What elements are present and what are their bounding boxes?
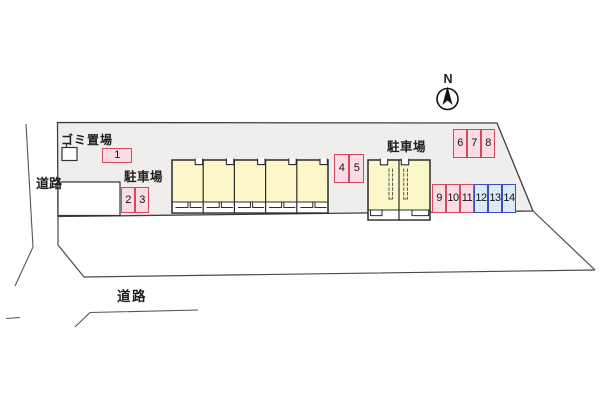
- site-right-lower-boundary: [532, 210, 596, 271]
- parking-space-10: 10: [446, 184, 460, 213]
- north-label: N: [443, 72, 453, 86]
- parking-space-4: 4: [334, 154, 349, 183]
- building-2-top-notches: [379, 158, 410, 166]
- building-2: [367, 158, 431, 221]
- building-1-entry-steps: [175, 201, 327, 208]
- parking-space-8: 8: [481, 129, 495, 158]
- parking-space-14: 14: [502, 184, 516, 213]
- parking-space-11: 11: [460, 184, 474, 213]
- building-2-stair-icons: [388, 168, 408, 200]
- parking-space-5: 5: [349, 154, 364, 183]
- parking-label-right: 駐車場: [387, 140, 427, 154]
- building-2-entry-steps: [370, 209, 430, 217]
- garbage-box-icon: [61, 143, 78, 162]
- forecourt-area: [57, 181, 121, 217]
- parking-space-2: 2: [121, 187, 135, 213]
- site-lower-boundary: [57, 216, 596, 278]
- parking-space-7: 7: [467, 129, 481, 158]
- road-left-edge-lower: [5, 316, 21, 320]
- parking-space-3: 3: [135, 187, 149, 213]
- building-1-top-notches: [194, 158, 328, 166]
- road-label-left: 道路: [36, 176, 63, 191]
- road-left-edge: [14, 123, 34, 287]
- parking-space-9: 9: [432, 184, 446, 213]
- north-compass-icon: [436, 86, 459, 111]
- garbage-area-label: ゴミ置場: [61, 133, 114, 147]
- parking-label-left: 駐車場: [124, 170, 164, 184]
- parking-space-1: 1: [102, 148, 132, 163]
- parking-space-6: 6: [453, 129, 467, 158]
- parking-space-12: 12: [474, 184, 488, 213]
- road-bottom-edge: [74, 309, 199, 328]
- parking-space-13: 13: [488, 184, 502, 213]
- building-1: [171, 158, 329, 214]
- road-label-bottom: 道路: [117, 289, 147, 304]
